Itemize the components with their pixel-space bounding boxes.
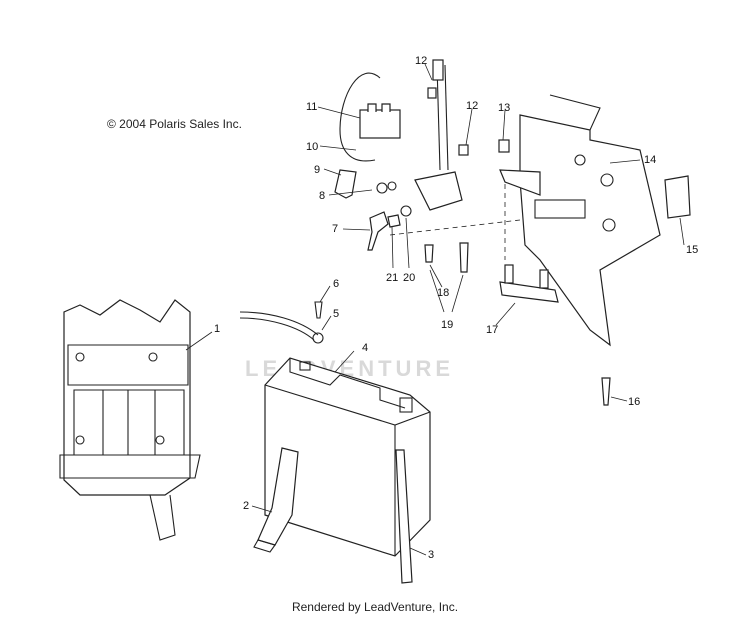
- callout-12b: 12: [466, 100, 478, 112]
- callout-1: 1: [214, 323, 220, 335]
- callout-14: 14: [644, 154, 656, 166]
- battery-part: [264, 357, 431, 557]
- callout-18: 18: [437, 287, 449, 299]
- bolt-part-a: [424, 244, 434, 263]
- callout-15: 15: [686, 244, 698, 256]
- footer-text: Rendered by LeadVenture, Inc.: [291, 600, 459, 614]
- leader-lines: [185, 63, 685, 556]
- callout-16: 16: [628, 396, 640, 408]
- battery-cable-2: [239, 317, 315, 341]
- callout-20: 20: [403, 272, 415, 284]
- callout-3: 3: [428, 549, 434, 561]
- callout-7: 7: [332, 223, 338, 235]
- callout-11: 11: [306, 101, 317, 113]
- screw-part: [314, 301, 323, 319]
- vent-tube-part: [395, 449, 413, 584]
- mounting-bracket-part: [498, 94, 691, 406]
- callout-21: 21: [386, 272, 398, 284]
- copyright-text: © 2004 Polaris Sales Inc.: [107, 117, 242, 131]
- callout-4: 4: [362, 342, 368, 354]
- callout-2: 2: [243, 500, 249, 512]
- callout-8: 8: [319, 190, 325, 202]
- battery-box-part: [59, 299, 201, 541]
- callout-9: 9: [314, 164, 320, 176]
- callout-labels: 1 2 3 4 5 6 7 8 9 10 11 12 12 13 14 15 1…: [214, 55, 698, 561]
- washer-part: [312, 332, 324, 344]
- callout-6: 6: [333, 278, 339, 290]
- solenoid-assembly: [334, 59, 521, 260]
- battery-cable: [239, 311, 319, 336]
- callout-13: 13: [498, 102, 510, 114]
- callout-19: 19: [441, 319, 453, 331]
- callout-17: 17: [486, 324, 498, 336]
- strap-part: [253, 447, 299, 553]
- callout-5: 5: [333, 308, 339, 320]
- callout-12a: 12: [415, 55, 427, 67]
- callout-10: 10: [306, 141, 318, 153]
- bolt-part-b: [459, 242, 469, 273]
